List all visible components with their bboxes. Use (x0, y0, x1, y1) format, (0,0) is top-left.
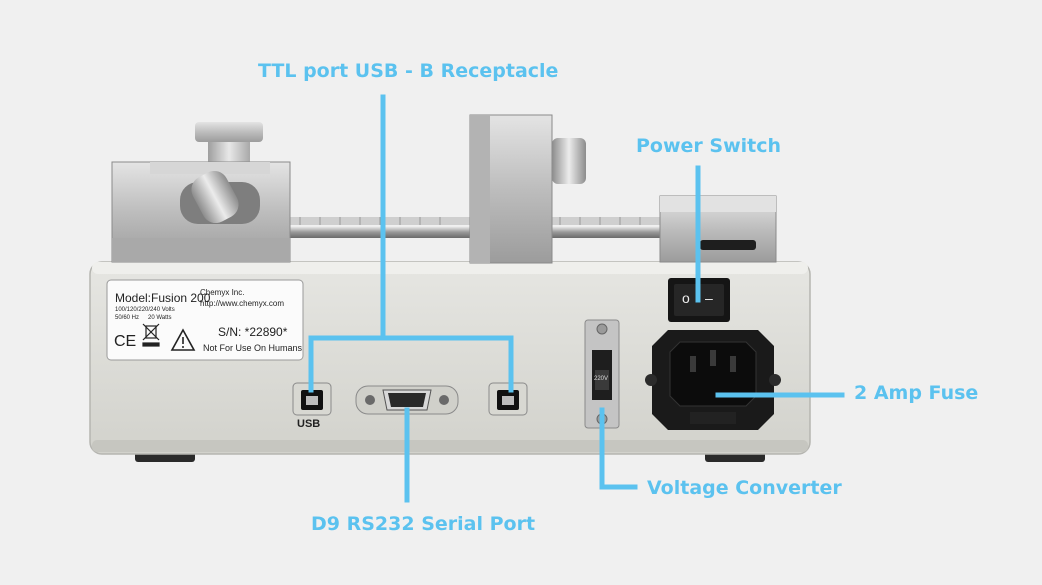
usb-b-port-left (292, 382, 332, 416)
usb-b-port-right (488, 382, 528, 416)
power-switch-on-mark: – (705, 290, 713, 306)
d9-serial-port (355, 385, 459, 415)
callout-fuse: 2 Amp Fuse (854, 382, 979, 404)
callout-voltage-converter: Voltage Converter (647, 477, 842, 499)
label-hz: 50/60 Hz (115, 315, 140, 321)
callout-power-switch: Power Switch (636, 135, 782, 157)
label-volts: 100/120/220/240 Volts (115, 307, 175, 313)
label-model: Model:Fusion 200 (115, 291, 211, 305)
label-company: Chemyx Inc. (200, 288, 245, 297)
weee-bin-icon (142, 323, 160, 347)
label-url: http://www.chemyx.com (200, 299, 285, 308)
label-plate-bg (106, 279, 304, 361)
power-switch-off-mark: o (682, 290, 690, 306)
label-serial: S/N: *22890* (218, 325, 288, 339)
callout-leader-lines (308, 94, 845, 503)
pusher-block (469, 114, 586, 264)
voltage-setting-text: 220V (594, 376, 609, 382)
warning-triangle-icon (170, 328, 196, 351)
callout-serial-port: D9 RS232 Serial Port (311, 513, 536, 535)
power-inlet-fuse (645, 330, 781, 430)
label-watts: 20 Watts (148, 315, 172, 321)
callout-ttl-port: TTL port USB - B Receptacle (258, 60, 559, 82)
syringe-holder-block (111, 122, 291, 263)
usb-port-label: USB (297, 418, 321, 430)
label-notice: Not For Use On Humans (203, 343, 303, 353)
end-plate (659, 195, 777, 263)
ce-mark: CE (114, 333, 137, 350)
